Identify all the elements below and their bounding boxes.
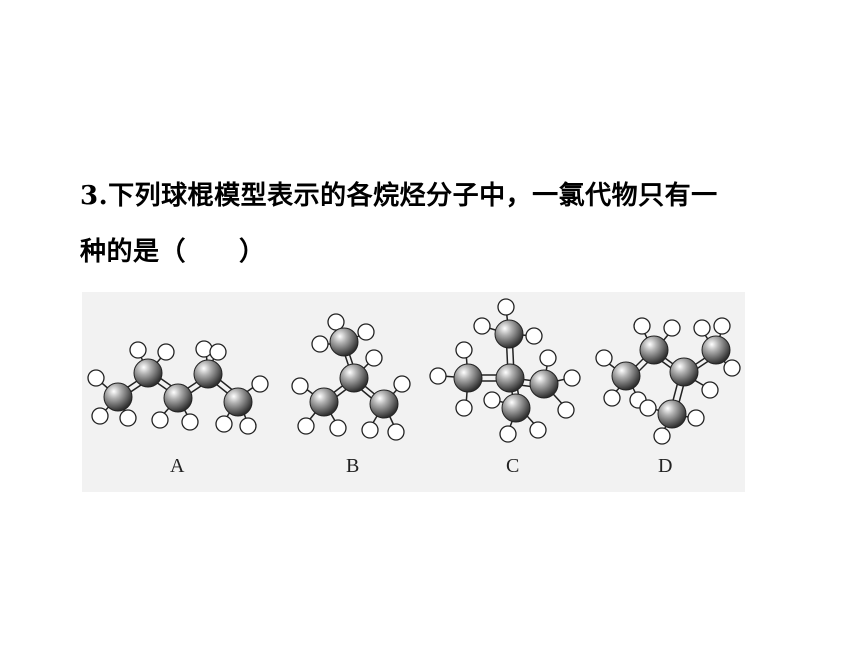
- option-label-d: D: [658, 455, 672, 477]
- option-label-b: B: [346, 455, 359, 477]
- model-a: A: [87, 340, 269, 477]
- ball-stick-models: A: [87, 298, 741, 477]
- option-label-a: A: [170, 455, 185, 477]
- model-d: D: [595, 317, 741, 477]
- model-c: C: [429, 298, 581, 477]
- option-label-c: C: [506, 455, 519, 477]
- question-line-2: 种的是（ ）: [80, 237, 266, 267]
- molecule-figure: A: [82, 292, 745, 492]
- model-b: B: [291, 313, 411, 477]
- question-line-1: 3.下列球棍模型表示的各烷烃分子中，一氯代物只有一: [80, 181, 718, 211]
- question-text: 3.下列球棍模型表示的各烷烃分子中，一氯代物只有一 种的是（ ）: [80, 168, 780, 280]
